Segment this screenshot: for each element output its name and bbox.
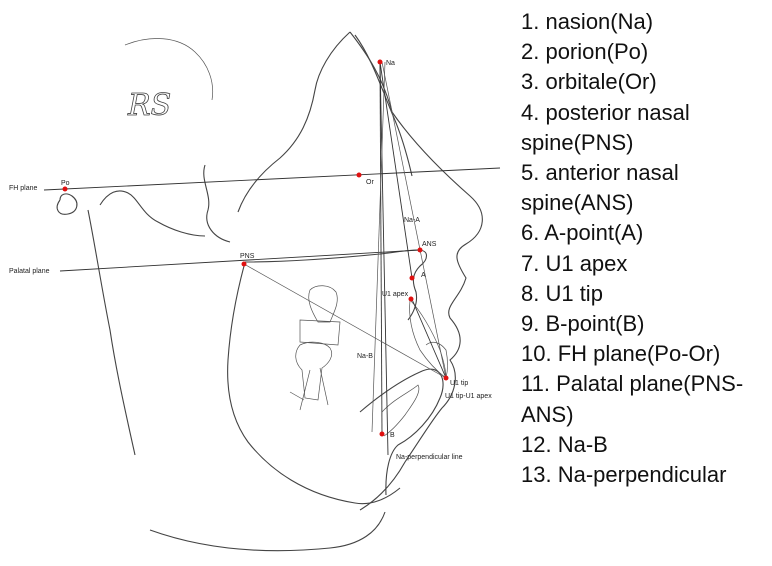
cephalometric-tracing: Na Po FH plane Or Na-A PNS ANS Palatal p… xyxy=(9,31,501,552)
label-u1-tip-u1-apex: U1 tip-U1 apex xyxy=(445,393,492,400)
label-fh-plane: FH plane xyxy=(9,185,38,192)
legend-item: 5. anterior nasal spine(ANS) xyxy=(521,160,679,216)
legend-item: 13. Na-perpendicular xyxy=(521,462,727,488)
chin-symphysis-outline xyxy=(359,368,444,496)
landmark-a xyxy=(409,275,415,281)
legend-item: 6. A-point(A) xyxy=(521,220,644,246)
fh-plane-line xyxy=(43,167,501,191)
legend-item: 8. U1 tip xyxy=(521,280,603,306)
label-na-perpendicular-line: Na-perpendicular line xyxy=(396,454,463,461)
landmark-u1-apex xyxy=(408,296,414,302)
legend-item: 2. porion(Po) xyxy=(521,39,649,65)
label-na: Na xyxy=(386,60,395,67)
label-na-b: Na-B xyxy=(357,353,373,360)
label-na-a: Na-A xyxy=(404,217,420,224)
palatal-plane-line xyxy=(59,249,421,272)
ramus-outline xyxy=(227,265,401,505)
posterior-ramus-outline xyxy=(87,209,136,456)
soft-tissue-profile xyxy=(349,31,483,511)
legend-item: 9. B-point(B) xyxy=(521,311,645,337)
label-u1-apex: U1 apex xyxy=(382,291,409,298)
na-a-line xyxy=(379,61,413,279)
posterior-skull-outline xyxy=(99,190,206,237)
label-ans: ANS xyxy=(422,241,437,248)
landmark-legend: 1. nasion(Na) 2. porion(Po) 3. orbitale(… xyxy=(521,7,771,490)
molar-root xyxy=(289,367,329,411)
molar-upper xyxy=(299,285,341,346)
na-b-line xyxy=(379,61,383,435)
molar-lower xyxy=(295,341,333,401)
label-palatal-plane: Palatal plane xyxy=(9,268,50,275)
na-perpendicular-line xyxy=(379,61,389,456)
upper-incisor-crown xyxy=(425,341,448,379)
label-a: A xyxy=(421,272,426,279)
maxilla-outline xyxy=(244,249,428,321)
legend-item: 11. Palatal plane(PNS-ANS) xyxy=(521,371,744,427)
label-b: B xyxy=(390,432,395,439)
landmark-po xyxy=(62,186,68,192)
landmark-pns xyxy=(241,261,247,267)
legend-item: 12. Na-B xyxy=(521,431,608,457)
landmark-b xyxy=(379,431,385,437)
pns-to-u1-line xyxy=(243,263,447,379)
signature-rs: RS xyxy=(127,88,171,123)
label-or: Or xyxy=(366,179,374,186)
legend-item: 3. orbitale(Or) xyxy=(521,69,657,95)
pterygoid-outline xyxy=(203,164,231,243)
cranial-base-outline xyxy=(237,31,351,213)
legend-item: 7. U1 apex xyxy=(521,250,628,276)
mandible-lower-outline xyxy=(149,511,386,552)
na-to-u1tip-line xyxy=(381,61,447,379)
legend-item: 1. nasion(Na) xyxy=(521,9,654,34)
landmark-na xyxy=(377,59,383,65)
label-pns: PNS xyxy=(240,253,255,260)
landmark-or xyxy=(356,172,362,178)
legend-item: 4. posterior nasal spine(PNS) xyxy=(521,99,690,155)
legend-item: 10. FH plane(Po-Or) xyxy=(521,341,721,367)
label-u1-tip: U1 tip xyxy=(450,380,468,387)
lower-incisor-outline xyxy=(381,384,420,437)
label-po: Po xyxy=(61,180,70,187)
u1-tip-u1-apex-line xyxy=(410,296,447,379)
landmark-u1-tip xyxy=(443,375,449,381)
na-secondary-line xyxy=(371,61,386,433)
landmark-ans xyxy=(417,247,423,253)
sella-outline xyxy=(124,38,214,101)
condyle-outline xyxy=(56,193,78,215)
nasal-bone-outline xyxy=(354,34,413,177)
